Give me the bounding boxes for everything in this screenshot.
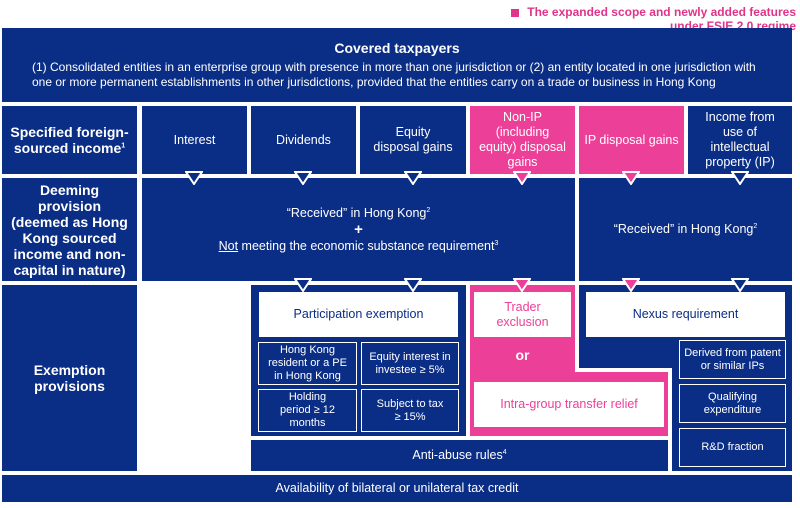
- legend-marker: [511, 8, 520, 17]
- text-label: Dividends: [276, 132, 331, 147]
- income-ip-use: Income from use of intellectual property…: [688, 106, 792, 174]
- nexus-condition: R&D fraction: [679, 428, 786, 467]
- text-label: Equity interest in investee ≥ 5%: [369, 350, 451, 376]
- text-label: “Received” in Hong Kong: [613, 222, 754, 236]
- text-label: Equity disposal gains: [373, 125, 453, 154]
- text-label: 3: [494, 239, 499, 247]
- participation-condition: Equity interest in investee ≥ 5%: [361, 342, 459, 385]
- text-label: 1: [121, 142, 126, 150]
- tax-credit-bar: Availability of bilateral or unilateral …: [2, 475, 792, 502]
- nexus-requirement-box: Nexus requirement: [586, 292, 785, 337]
- text-label: Interest: [173, 132, 216, 147]
- income-row-label: Specified foreign-sourced income1: [2, 106, 137, 174]
- nexus-condition: Derived from patent or similar IPs: [679, 340, 786, 379]
- deeming-right-box: “Received” in Hong Kong2: [579, 178, 792, 281]
- text-label: meeting the economic substance requireme…: [238, 238, 495, 253]
- text-label: Trader exclusion: [496, 299, 549, 329]
- income-non-ip-disposal: Non-IP (including equity) disposal gains: [470, 106, 575, 174]
- covered-taxpayers-box: Covered taxpayers (1) Consolidated entit…: [2, 28, 792, 102]
- text-label: Intra-group transfer relief: [500, 397, 638, 411]
- text-label: or: [515, 347, 530, 363]
- text-label: 2: [426, 206, 431, 214]
- trader-exclusion-box: Trader exclusion: [474, 292, 571, 337]
- covered-taxpayers-title: Covered taxpayers: [334, 40, 460, 56]
- text-label: Derived from patent or similar IPs: [684, 346, 781, 372]
- income-equity-disposal: Equity disposal gains: [360, 106, 466, 174]
- text-label: Anti-abuse rules: [412, 448, 503, 462]
- text-label: 2: [753, 222, 758, 230]
- text-label: Income from use of intellectual property…: [705, 110, 775, 169]
- income-ip-disposal: IP disposal gains: [579, 106, 684, 174]
- text-label: Hong Kong resident or a PE in Hong Kong: [268, 344, 347, 382]
- text-label: Holding period ≥ 12 months: [280, 391, 335, 429]
- text-label: 4: [502, 448, 507, 456]
- participation-condition: Subject to tax ≥ 15%: [361, 389, 459, 432]
- text-label: Deeming provision (deemed as Hong Kong s…: [11, 181, 128, 278]
- exemption-row-label: Exemption provisions: [2, 285, 137, 471]
- intra-group-transfer-relief-box: Intra-group transfer relief: [474, 382, 664, 427]
- text-label: Exemption provisions: [33, 362, 106, 394]
- covered-taxpayers-description: (1) Consolidated entities in an enterpri…: [32, 60, 756, 89]
- participation-condition: Holding period ≥ 12 months: [258, 389, 357, 432]
- income-interest: Interest: [142, 106, 247, 174]
- income-dividends: Dividends: [251, 106, 356, 174]
- text-label: R&D fraction: [701, 441, 764, 453]
- nexus-condition: Qualifying expenditure: [679, 384, 786, 423]
- text-label: Specified foreign-sourced income: [10, 124, 129, 156]
- participation-exemption-box: Participation exemption: [259, 292, 458, 337]
- text-label: Not: [218, 238, 239, 253]
- text-label: “Received” in Hong Kong: [286, 205, 427, 220]
- participation-condition: Hong Kong resident or a PE in Hong Kong: [258, 342, 357, 385]
- deeming-left-box: “Received” in Hong Kong2 + Not meeting t…: [142, 178, 575, 281]
- deeming-row-label: Deeming provision (deemed as Hong Kong s…: [2, 178, 137, 281]
- text-label: Nexus requirement: [632, 307, 739, 321]
- text-label: +: [354, 220, 363, 238]
- anti-abuse-rules-bar: Anti-abuse rules4: [251, 440, 668, 471]
- text-label: Availability of bilateral or unilateral …: [275, 481, 519, 495]
- text-label: Subject to tax ≥ 15%: [376, 397, 444, 423]
- text-label: Participation exemption: [293, 307, 424, 321]
- text-label: IP disposal gains: [584, 132, 679, 147]
- or-label: or: [470, 342, 575, 368]
- text-label: Qualifying expenditure: [703, 390, 762, 416]
- text-label: Non-IP (including equity) disposal gains: [479, 110, 566, 169]
